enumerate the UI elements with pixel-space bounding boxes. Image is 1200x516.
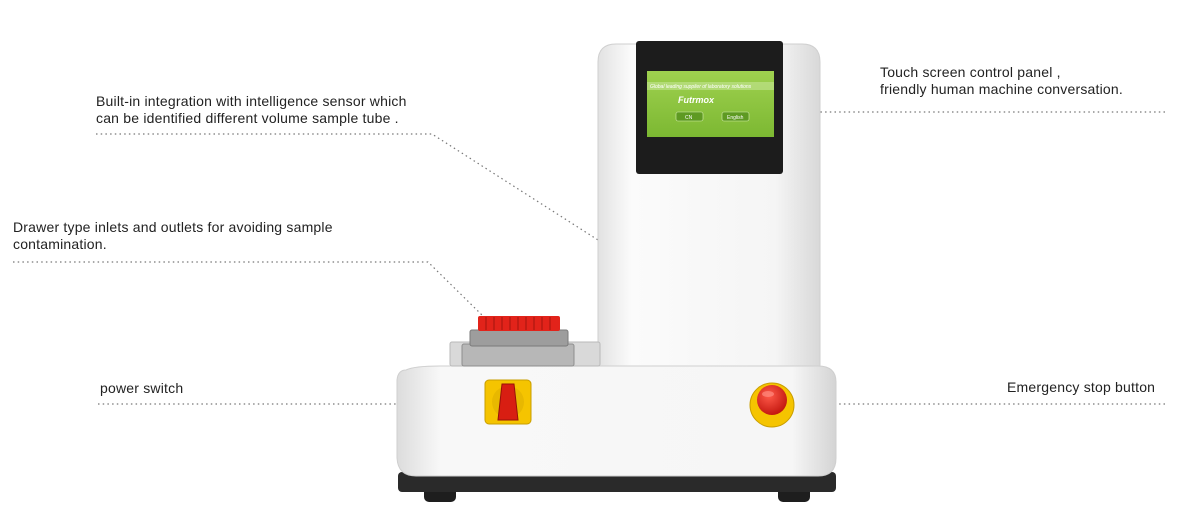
callout-power-switch: power switch (100, 380, 183, 397)
callout-emergency-stop: Emergency stop button (1007, 379, 1155, 396)
callout-drawer: Drawer type inlets and outlets for avoid… (13, 219, 333, 253)
callout-sensor: Built-in integration with intelligence s… (96, 93, 407, 127)
drawer-tray (461, 343, 575, 367)
drawer-rack (469, 329, 569, 347)
power-switch[interactable] (484, 379, 532, 425)
callout-touch-screen: Touch screen control panel , friendly hu… (880, 64, 1123, 98)
callout-sensor-line2: can be identified different volume sampl… (96, 110, 399, 126)
screen-left-button[interactable] (675, 111, 704, 122)
screen-header-bar (647, 82, 774, 90)
sample-tube-caps (478, 316, 560, 331)
callout-sensor-line1: Built-in integration with intelligence s… (96, 93, 407, 109)
screen-brand: Futrmox (678, 95, 715, 105)
screen-right-button[interactable] (721, 111, 750, 122)
base-plinth (398, 472, 836, 492)
sample-tubes (478, 316, 560, 331)
screen-tagline: Global leading supplier of laboratory so… (650, 84, 752, 90)
emergency-stop-button[interactable] (749, 382, 795, 428)
power-switch-knob[interactable] (497, 383, 519, 421)
callout-drawer-line1: Drawer type inlets and outlets for avoid… (13, 219, 333, 235)
leader-sensor (96, 133, 646, 271)
screen-right-button-label: English (727, 115, 744, 121)
screen-left-button-label: CN (685, 115, 693, 121)
callout-touch-screen-line1: Touch screen control panel , (880, 64, 1061, 80)
callout-drawer-line2: contamination. (13, 236, 107, 252)
callout-power-switch-line1: power switch (100, 380, 184, 396)
leader-drawer (13, 261, 486, 319)
callout-touch-screen-line2: friendly human machine conversation. (880, 81, 1123, 97)
callout-emergency-stop-line1: Emergency stop button (1007, 379, 1156, 395)
